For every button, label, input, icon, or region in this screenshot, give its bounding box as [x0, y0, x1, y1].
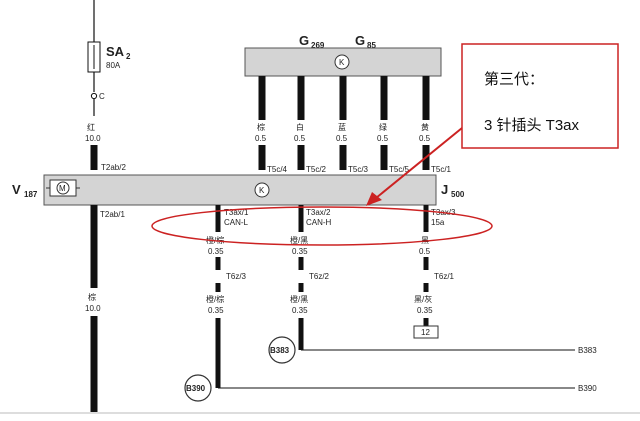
top-wire-size: 0.5	[377, 134, 389, 143]
fuse-wire-pin: T2ab/2	[101, 163, 126, 172]
top-wire-size: 0.5	[255, 134, 267, 143]
callout-line1: 第三代：	[484, 70, 544, 88]
t3ax-size: 0.5	[419, 247, 431, 256]
ground-b390-right: B390	[578, 384, 597, 393]
module-v-label: V	[12, 182, 21, 197]
top-wire-pin: T5c/5	[389, 165, 410, 174]
fuse-name: SA	[106, 44, 125, 59]
t6z-pin: T6z/1	[434, 272, 455, 281]
top-wire-size: 0.5	[336, 134, 348, 143]
callout-box	[461, 43, 619, 149]
top-wire-color: 绿	[379, 123, 387, 132]
g269-label: G	[299, 33, 309, 48]
ground-b390-circle	[184, 374, 212, 402]
t6z-pin: T6z/2	[309, 272, 330, 281]
t3ax-color2: 橙/黑	[290, 294, 308, 304]
t3ax-size: 0.35	[292, 247, 308, 256]
node-c	[90, 92, 98, 100]
module-k: K	[259, 186, 265, 195]
module-j-label: J	[441, 182, 448, 197]
t3ax-size2: 0.35	[208, 306, 224, 315]
callout-arrow	[375, 127, 463, 199]
left-bottom-color: 棕	[88, 292, 96, 302]
t3ax-color: 橙/棕	[206, 235, 224, 245]
fuse-name-sub: 2	[126, 52, 131, 61]
t3ax-color2: 橙/棕	[206, 294, 224, 304]
ground-b383-circle	[268, 336, 296, 364]
highlight-ellipse	[151, 206, 493, 246]
terminal-12-label: 12	[421, 328, 430, 337]
left-bottom-size: 10.0	[85, 304, 101, 313]
t3ax-pin: T3ax/1	[224, 208, 249, 217]
top-wire-color: 蓝	[338, 122, 346, 132]
node-c-label: C	[99, 92, 105, 101]
t3ax-name: CAN-L	[224, 218, 249, 227]
t3ax-name: CAN-H	[306, 218, 332, 227]
t3ax-color: 橙/黑	[290, 235, 308, 245]
t6z-pin: T6z/3	[226, 272, 247, 281]
t3ax-size: 0.35	[208, 247, 224, 256]
module-k-circle	[254, 182, 270, 198]
g269-sub: 269	[311, 41, 325, 50]
t3ax-size2: 0.35	[417, 306, 433, 315]
top-wire-pin: T5c/2	[306, 165, 327, 174]
top-wire-color: 棕	[257, 122, 265, 132]
t3ax-pin: T3ax/2	[306, 208, 331, 217]
top-wire-pin: T5c/1	[431, 165, 452, 174]
sensor-k-circle	[334, 54, 350, 70]
motor-icon	[56, 181, 70, 195]
top-wire-size: 0.5	[419, 134, 431, 143]
module-j-sub: 500	[451, 190, 465, 199]
ground-b383-right: B383	[578, 346, 597, 355]
module-v-sub: 187	[24, 190, 38, 199]
top-wire-pin: T5c/3	[348, 165, 369, 174]
motor-label: M	[59, 184, 66, 193]
ground-b383-label: B383	[270, 346, 290, 355]
callout-arrowhead	[366, 192, 382, 206]
top-wire-pin: T5c/4	[267, 165, 288, 174]
fuse-rating: 80A	[106, 61, 121, 70]
fuse-wire-color: 红	[87, 122, 95, 132]
top-wire-size: 0.5	[294, 134, 306, 143]
t3ax-color2: 黑/灰	[414, 294, 432, 304]
top-wire-color: 白	[296, 122, 304, 132]
g85-sub: 85	[367, 41, 376, 50]
top-wire-color: 黄	[421, 122, 429, 132]
ground-b390-label: B390	[186, 384, 206, 393]
sensor-k: K	[339, 58, 345, 67]
g85-label: G	[355, 33, 365, 48]
fuse-wire-size: 10.0	[85, 134, 101, 143]
t3ax-size2: 0.35	[292, 306, 308, 315]
terminal-12-box	[413, 325, 439, 339]
t3ax-name: 15a	[431, 218, 445, 227]
left-bottom-pin: T2ab/1	[100, 210, 125, 219]
callout-line2: 3 针插头 T3ax	[484, 117, 580, 134]
